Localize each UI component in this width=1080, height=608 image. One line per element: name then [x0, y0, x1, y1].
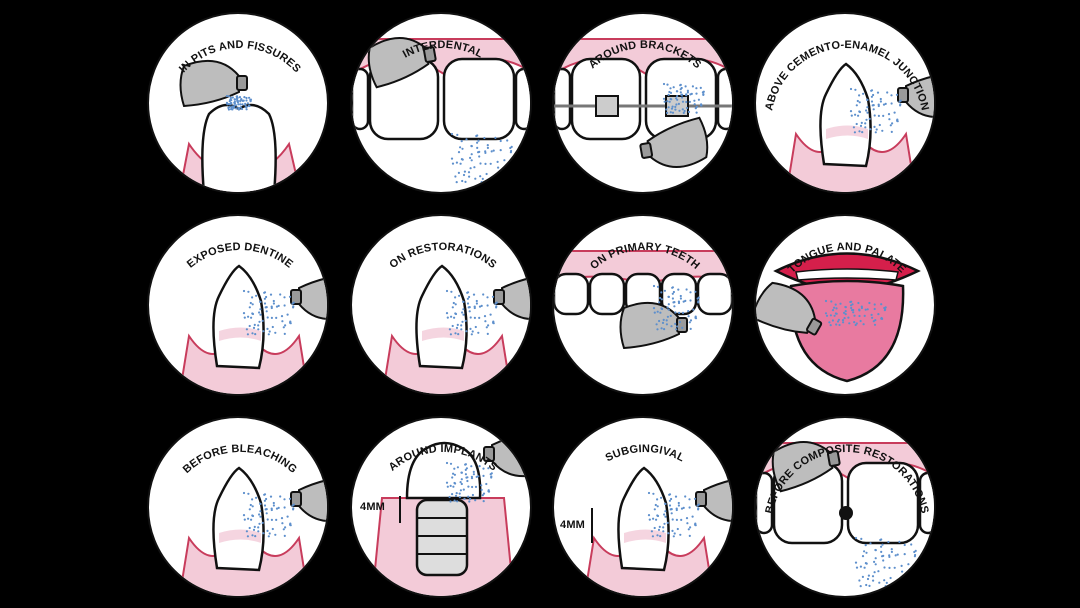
tile-before-composite: BEFORE COMPOSITE RESTORATIONS	[754, 416, 936, 598]
tile-tongue-palate: TONGUE AND PALATE	[754, 214, 936, 396]
powder-spray-icon	[242, 289, 295, 336]
tile-primary-teeth: ON PRIMARY TEETH	[552, 214, 734, 396]
tooth-side-icon	[415, 264, 468, 370]
powder-spray-icon	[662, 82, 705, 114]
powder-nozzle-icon	[367, 37, 437, 89]
tooth-side-icon	[212, 466, 265, 572]
tooth-side-icon	[819, 62, 872, 168]
measure-label: 4MM	[360, 501, 385, 513]
tile-illustration: INTERDENTAL	[352, 37, 530, 184]
cavity-icon	[839, 506, 853, 520]
powder-nozzle-icon	[290, 479, 327, 522]
powder-spray-icon	[824, 299, 887, 327]
powder-spray-icon	[647, 491, 700, 538]
tooth-side-icon	[212, 264, 265, 370]
tongue-icon	[789, 279, 905, 383]
powder-nozzle-icon	[639, 116, 709, 168]
tile-illustration: ON PRIMARY TEETH	[554, 241, 732, 350]
measure-icon: 4MM	[560, 508, 593, 543]
tile-illustration: EXPOSED DENTINE	[178, 241, 327, 394]
tile-illustration: BEFORE BLEACHING	[178, 443, 327, 596]
measure-icon: 4MM	[360, 496, 401, 523]
measure-label: 4MM	[560, 519, 585, 531]
tile-illustration: 4MM SUBGINGIVAL	[560, 443, 732, 596]
tile-on-restorations: ON RESTORATIONS	[350, 214, 532, 396]
tile-interdental: INTERDENTAL	[350, 12, 532, 194]
tile-pits-fissures: IN PITS AND FISSURES	[147, 12, 329, 194]
tile-illustration: BEFORE COMPOSITE RESTORATIONS	[756, 441, 934, 588]
powder-nozzle-icon	[771, 441, 841, 493]
powder-nozzle-icon	[483, 432, 530, 478]
powder-nozzle-icon	[179, 59, 248, 108]
tile-illustration: IN PITS AND FISSURES	[177, 39, 303, 192]
powder-nozzle-icon	[493, 277, 530, 320]
tile-around-brackets: AROUND BRACKETS	[552, 12, 734, 194]
powder-spray-icon	[242, 491, 295, 538]
powder-spray-icon	[854, 536, 917, 588]
front-teeth-icon	[554, 38, 732, 141]
powder-spray-icon	[225, 94, 252, 111]
open-mouth-icon	[773, 252, 921, 293]
tile-illustration: AROUND BRACKETS	[554, 38, 732, 168]
powder-nozzle-icon	[695, 479, 732, 522]
tooth-side-icon	[617, 466, 670, 572]
powder-nozzle-icon	[290, 277, 327, 320]
powder-nozzle-icon	[897, 75, 934, 118]
tile-illustration: ABOVE CEMENTO-ENAMEL JUNCTION	[763, 39, 934, 192]
tile-subgingival: 4MM SUBGINGIVAL	[552, 416, 734, 598]
tooth-crown-icon	[201, 103, 277, 192]
tile-label: SUBGINGIVAL	[604, 443, 687, 464]
tile-illustration: 4MM AROUND IMPLANTS	[360, 432, 530, 596]
tile-before-bleaching: BEFORE BLEACHING	[147, 416, 329, 598]
powder-spray-icon	[849, 87, 902, 134]
powder-spray-icon	[652, 284, 700, 331]
tile-exposed-dentine: EXPOSED DENTINE	[147, 214, 329, 396]
tile-illustration: ON RESTORATIONS	[381, 241, 530, 394]
powder-spray-icon	[445, 289, 498, 336]
powder-nozzle-icon	[756, 281, 823, 336]
tile-illustration: TONGUE AND PALATE	[756, 241, 921, 383]
tile-above-cej: ABOVE CEMENTO-ENAMEL JUNCTION	[754, 12, 936, 194]
tile-around-implants: 4MM AROUND IMPLANTS	[350, 416, 532, 598]
powder-spray-icon	[445, 461, 493, 503]
powder-spray-icon	[450, 132, 513, 184]
